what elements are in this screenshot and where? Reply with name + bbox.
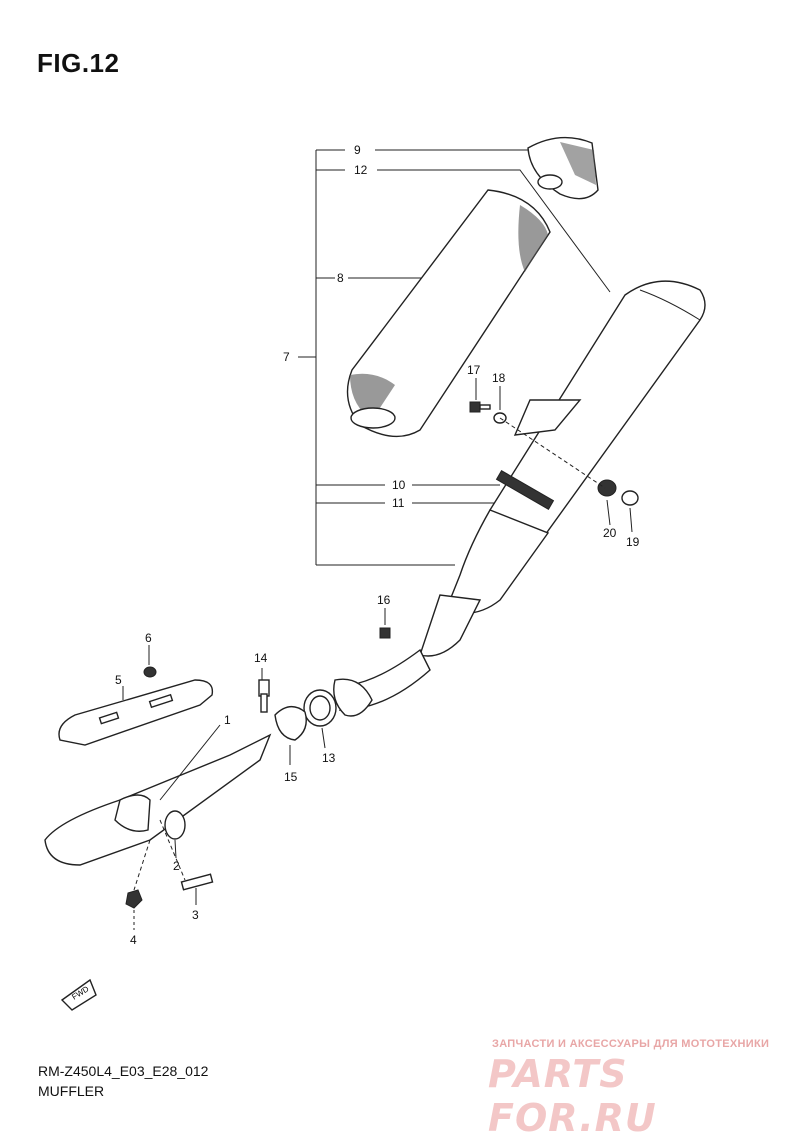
callout-12: 12 xyxy=(354,163,368,177)
bolt-part-16 xyxy=(379,627,391,639)
grommet-part-20 xyxy=(597,479,617,497)
callout-labels: 1 2 3 4 5 6 7 8 9 10 11 12 13 14 15 16 1… xyxy=(115,143,640,947)
callout-5: 5 xyxy=(115,673,122,687)
stud-part-3 xyxy=(180,873,214,891)
gasket-part-13 xyxy=(303,689,337,727)
callout-1: 1 xyxy=(224,713,231,727)
callout-4: 4 xyxy=(130,933,137,947)
callout-14: 14 xyxy=(254,651,268,665)
end-cap-part-9 xyxy=(527,136,599,200)
callout-3: 3 xyxy=(192,908,199,922)
bolt-part-17 xyxy=(469,401,491,413)
forward-direction-marker: FWD xyxy=(60,978,97,1011)
figure-title: FIG.12 xyxy=(37,48,120,78)
collar-part-19 xyxy=(621,490,639,506)
nut-part-4 xyxy=(125,889,143,909)
exhaust-pipe-part-1 xyxy=(44,648,431,866)
callout-20: 20 xyxy=(603,526,617,540)
callout-15: 15 xyxy=(284,770,298,784)
callout-19: 19 xyxy=(626,535,640,549)
callout-7: 7 xyxy=(283,350,290,364)
watermark-tagline: ЗАПЧАСТИ И АКСЕССУАРЫ ДЛЯ МОТОТЕХНИКИ xyxy=(492,1038,770,1050)
callout-9: 9 xyxy=(354,143,361,157)
group-bracket-7 xyxy=(298,149,611,566)
callout-16: 16 xyxy=(377,593,391,607)
leader-lines xyxy=(122,378,633,930)
heat-shield-part-5 xyxy=(58,679,214,746)
callout-11: 11 xyxy=(392,496,405,510)
clamp-part-15 xyxy=(274,706,307,741)
section-name: MUFFLER xyxy=(38,1083,105,1099)
gasket-part-2 xyxy=(164,810,186,840)
muffler-cover-part-8 xyxy=(346,189,551,438)
callout-18: 18 xyxy=(492,371,506,385)
callout-6: 6 xyxy=(145,631,152,645)
callout-2: 2 xyxy=(173,859,180,873)
callout-17: 17 xyxy=(467,363,481,377)
model-code: RM-Z450L4_E03_E28_012 xyxy=(38,1063,209,1079)
callout-10: 10 xyxy=(392,478,406,492)
watermark-logo: PARTS FOR.RU xyxy=(488,1052,657,1140)
bolt-part-14 xyxy=(258,679,270,713)
screw-part-6 xyxy=(143,666,157,678)
muffler-body-part-7 xyxy=(419,280,706,657)
callout-13: 13 xyxy=(322,751,336,765)
callout-8: 8 xyxy=(337,271,344,285)
